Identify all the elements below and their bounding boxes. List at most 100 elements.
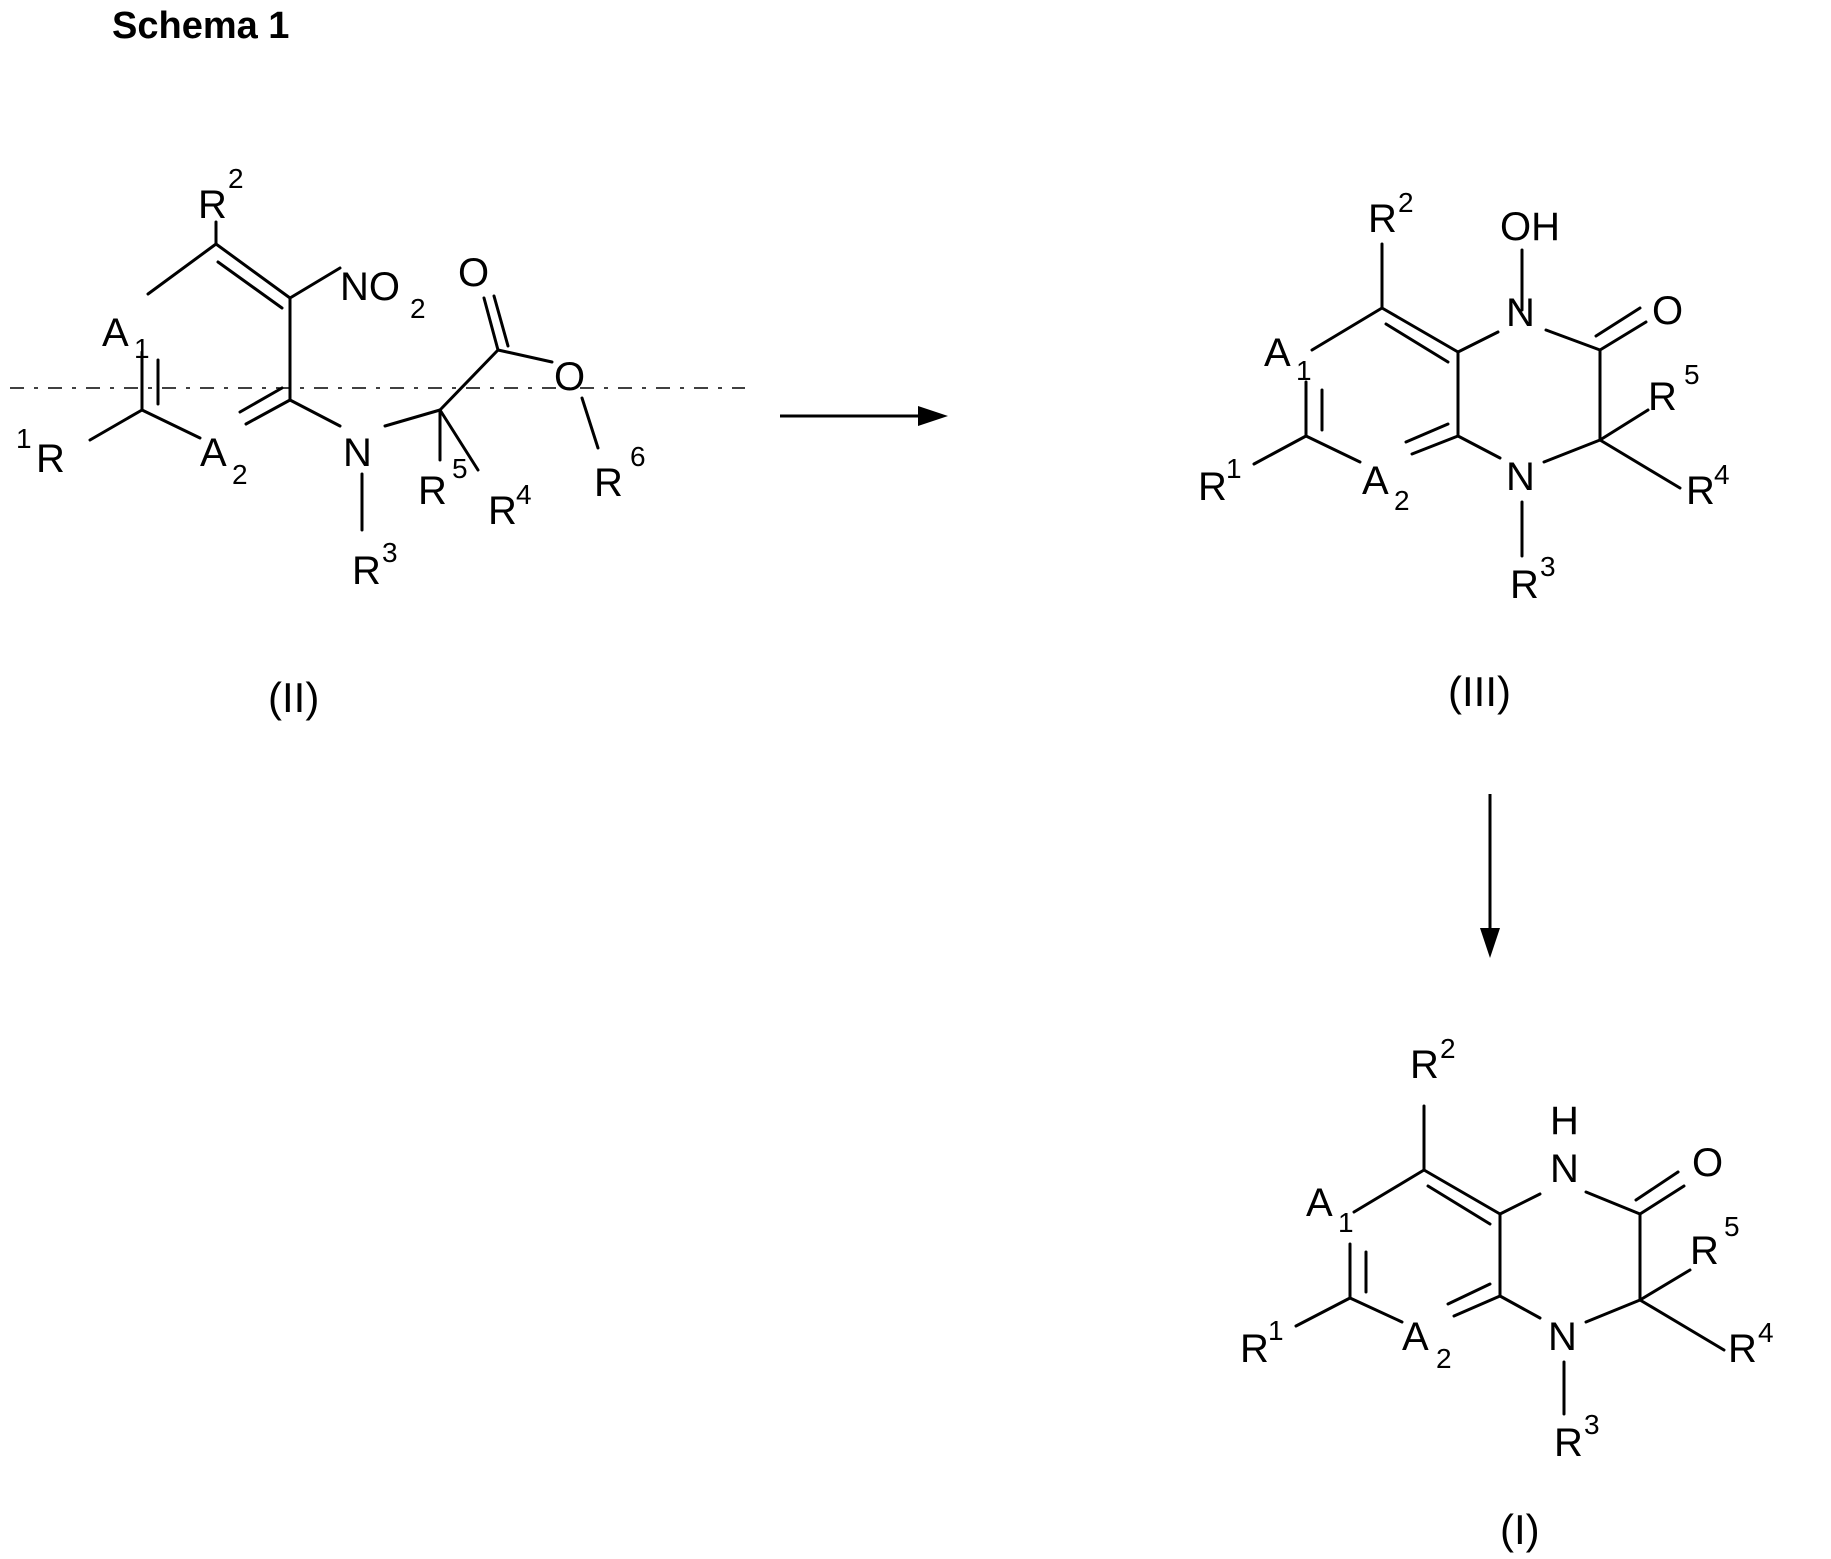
bond-double (1596, 308, 1640, 336)
a1-subscript: 1 (134, 333, 150, 364)
bond (142, 410, 200, 438)
bond (90, 410, 142, 440)
bond (1412, 436, 1458, 454)
r4-label: R (488, 489, 517, 533)
a1-label: A (102, 311, 129, 355)
r3-superscript: 3 (1540, 551, 1556, 582)
r2-superscript: 2 (1440, 1033, 1456, 1064)
bond (290, 400, 340, 426)
amine-nitrogen-label: N (343, 431, 372, 475)
bond-double (1448, 1284, 1490, 1304)
carbonyl-oxygen-label: O (1692, 1141, 1723, 1185)
r3-label: R (352, 549, 381, 593)
bond (498, 350, 552, 362)
a1-subscript: 1 (1296, 355, 1312, 386)
r5-superscript: 5 (452, 453, 468, 484)
bond (1600, 440, 1680, 488)
r4-superscript: 4 (516, 479, 532, 510)
a1-subscript: 1 (1338, 1207, 1354, 1238)
r5-label: R (418, 469, 447, 513)
r2-label: R (1368, 197, 1397, 241)
nitrogen-top-label: N (1506, 291, 1535, 335)
r2-superscript: 2 (1398, 187, 1414, 218)
compound-I: R 2 H N O A 1 R 5 R 1 A 2 N R 4 R 3 (I) (1240, 1033, 1774, 1553)
nitro-label: NO (340, 265, 400, 309)
bond (1254, 436, 1306, 464)
bond (148, 244, 216, 294)
bond (1640, 1270, 1690, 1300)
scheme-title: Schema 1 (112, 5, 289, 47)
bond (1500, 1296, 1540, 1318)
bond (385, 410, 440, 426)
r6-label: R (594, 461, 623, 505)
bond-double (1636, 1172, 1678, 1200)
bond (216, 244, 290, 298)
bond (1586, 1300, 1640, 1322)
r1-label: R (36, 437, 65, 481)
nitrogen-bottom-label: N (1506, 455, 1535, 499)
bond (1640, 1186, 1684, 1214)
r5-label: R (1648, 375, 1677, 419)
compound-III: R 2 OH N O A 1 R 5 R 1 A 2 N R 4 R 3 (II… (1198, 187, 1730, 715)
nitrogen-bottom-label: N (1548, 1315, 1577, 1359)
r1-superscript: 1 (1226, 453, 1242, 484)
bond (1354, 1170, 1424, 1212)
a2-label: A (1402, 1315, 1429, 1359)
a2-label: A (200, 431, 227, 475)
nitro-subscript: 2 (410, 293, 426, 324)
r2-label: R (198, 183, 227, 227)
r3-label: R (1554, 1421, 1583, 1465)
bond (1640, 1300, 1724, 1350)
r3-label: R (1510, 563, 1539, 607)
bond (1458, 332, 1498, 352)
bond (1544, 440, 1600, 462)
hydroxyl-label: OH (1500, 205, 1560, 249)
reaction-arrow-right (780, 406, 948, 426)
bond (1312, 308, 1382, 350)
a1-label: A (1264, 331, 1291, 375)
bond (582, 398, 598, 448)
a2-subscript: 2 (1436, 1343, 1452, 1374)
a1-label: A (1306, 1181, 1333, 1225)
carbonyl-oxygen-label: O (458, 251, 489, 295)
r1-label: R (1240, 1327, 1269, 1371)
r5-label: R (1690, 1229, 1719, 1273)
bond-double (1406, 424, 1448, 442)
r4-label: R (1728, 1327, 1757, 1371)
bond (1546, 330, 1600, 350)
bond (1458, 436, 1500, 458)
compound-II: R 2 NO 2 O A 1 1 R A 2 N O R 5 R 4 R 6 R… (10, 163, 745, 721)
compound-label-III: (III) (1448, 668, 1511, 715)
r4-superscript: 4 (1758, 1317, 1774, 1348)
a2-subscript: 2 (232, 459, 248, 490)
r2-superscript: 2 (228, 163, 244, 194)
a2-subscript: 2 (1394, 485, 1410, 516)
bond (440, 350, 498, 410)
r3-superscript: 3 (1584, 1409, 1600, 1440)
bond (1500, 1194, 1540, 1214)
r1-superscript: 1 (1268, 1315, 1284, 1346)
r5-superscript: 5 (1724, 1211, 1740, 1242)
r4-superscript: 4 (1714, 459, 1730, 490)
ester-oxygen-label: O (554, 355, 585, 399)
hydrogen-label: H (1550, 1099, 1579, 1143)
a2-label: A (1362, 459, 1389, 503)
carbonyl-oxygen-label: O (1652, 289, 1683, 333)
bond (1586, 1192, 1640, 1214)
nitrogen-top-label: N (1550, 1147, 1579, 1191)
reaction-arrow-down (1480, 794, 1500, 958)
r5-superscript: 5 (1684, 359, 1700, 390)
bond (1600, 410, 1648, 440)
bond (1306, 436, 1360, 462)
r1-label: R (1198, 465, 1227, 509)
compound-label-II: (II) (268, 674, 319, 721)
r6-superscript: 6 (630, 441, 646, 472)
r4-label: R (1686, 469, 1715, 513)
r3-superscript: 3 (382, 537, 398, 568)
bond (1296, 1298, 1350, 1326)
r2-label: R (1410, 1043, 1439, 1087)
compound-label-I: (I) (1500, 1506, 1540, 1553)
bond (1350, 1298, 1402, 1322)
